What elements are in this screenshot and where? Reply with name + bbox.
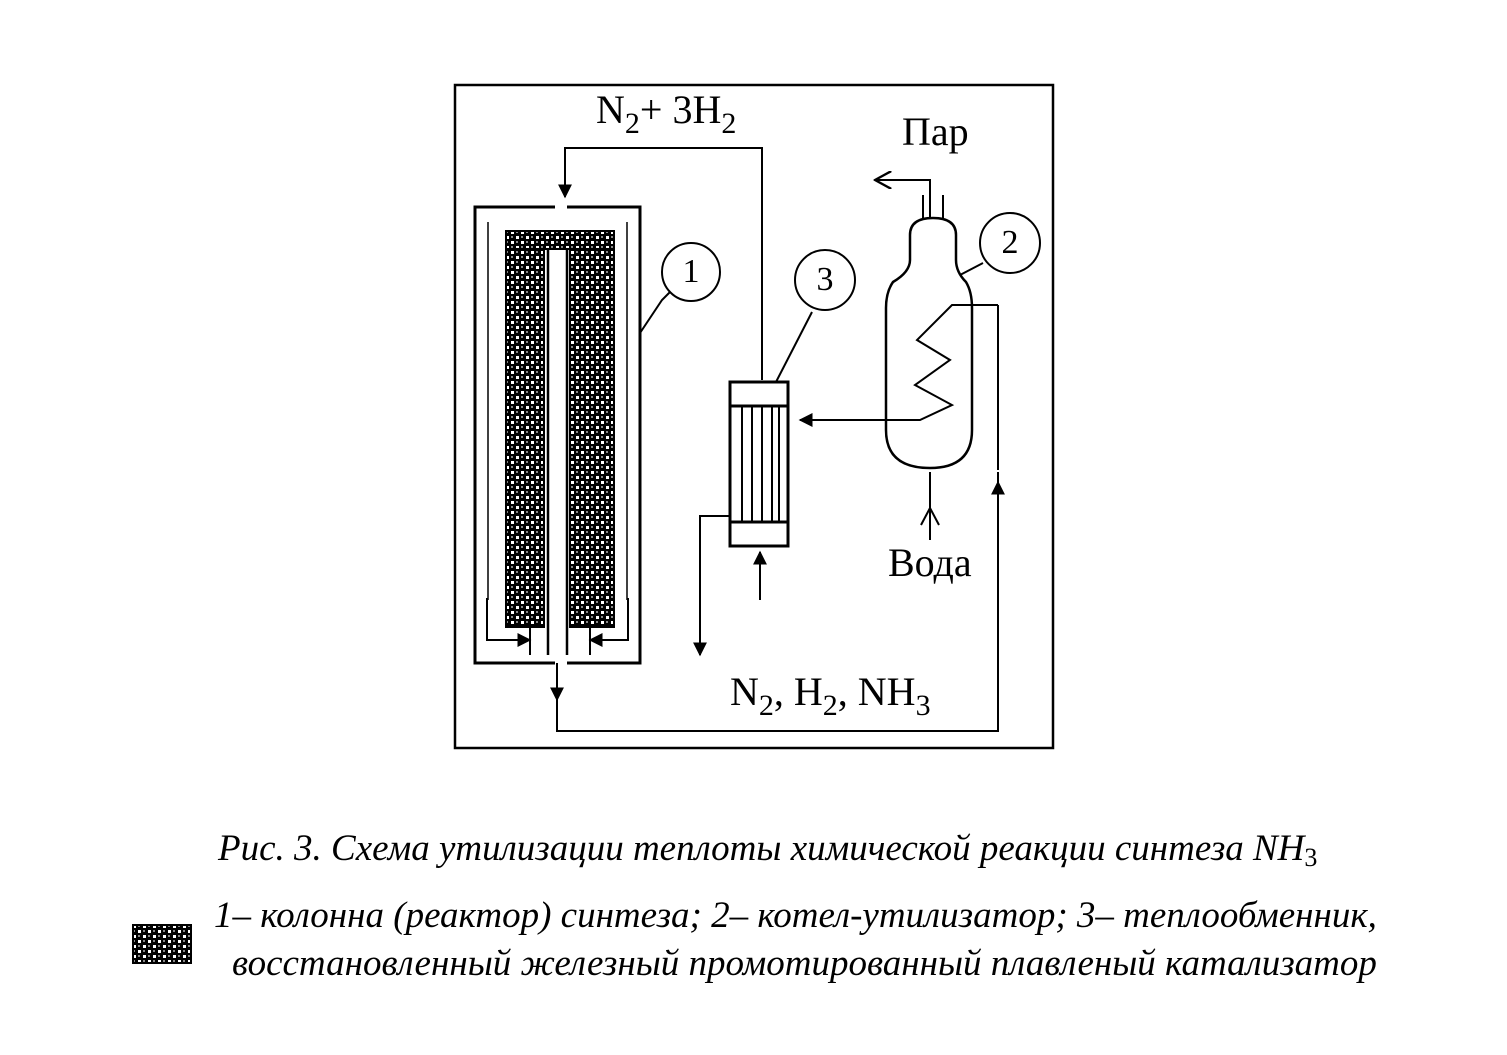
figure-caption: Рис. 3. Схема утилизации теплоты химичес… [218,828,1318,872]
waste-heat-boiler [884,195,1041,470]
callout-1-circle [661,242,721,302]
synthesis-reactor [473,205,721,665]
callout-2-number: 2 [1001,224,1019,261]
catalyst-bed-left [505,230,545,628]
steam-label: Пар [902,109,969,154]
catalyst-bed-right [569,230,615,628]
feed-line [558,147,763,380]
steam-line [875,180,931,218]
catalyst-bed-top [505,230,615,250]
callout-1-number: 1 [682,253,700,290]
callout-2-circle [979,212,1041,274]
callout-3-circle [794,249,856,311]
catalyst-legend-swatch [132,924,192,964]
legend-line-2: восстановленный железный промотированный… [232,943,1377,984]
feed-gas-label: N2+ 3H2 [596,87,737,140]
callout-3-number: 3 [816,261,834,298]
water-label: Вода [888,540,972,585]
product-gas-label: N2, H2, NH3 [730,669,931,722]
process-diagram [453,83,1055,750]
legend-line-1: 1– колонна (реактор) синтеза; 2– котел-у… [214,895,1377,936]
heat-exchanger [728,249,856,548]
exchanger-outlet [693,515,730,657]
outer-frame [453,83,1055,750]
product-line [556,472,999,732]
